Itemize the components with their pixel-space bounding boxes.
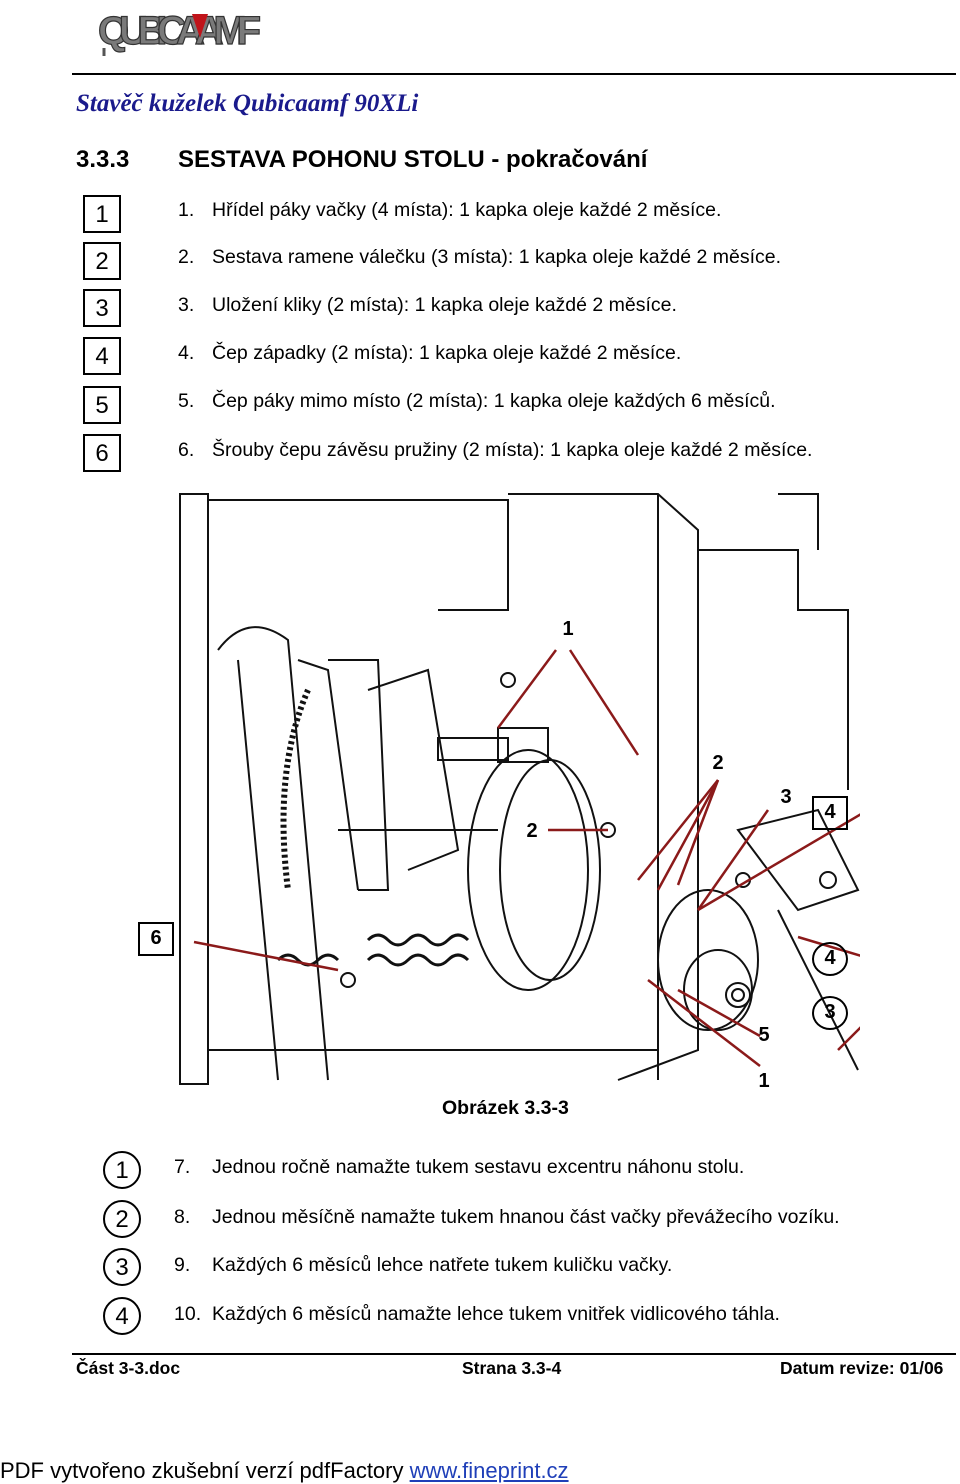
footer-revision: Datum revize: 01/06 <box>780 1358 944 1378</box>
fineprint-link[interactable]: www.fineprint.cz <box>409 1458 569 1483</box>
mechanism-drawing <box>179 493 879 1085</box>
section-number: 3.3.3 <box>76 146 130 173</box>
callout-2: 2 <box>526 820 538 842</box>
qubicaamf-logo: QUBICAAMF <box>97 8 262 56</box>
document-title: Stavěč kuželek Qubicaamf 90XLi <box>76 90 419 117</box>
callout-1b: 1 <box>758 1070 770 1092</box>
list-item: 9.Každých 6 měsíců lehce natřete tukem k… <box>174 1254 673 1276</box>
callout-6: 6 <box>138 922 174 956</box>
header-rule <box>72 73 956 75</box>
circle-marker-4: 4 <box>103 1297 141 1335</box>
callout-5: 5 <box>758 1024 770 1046</box>
list-item: 8.Jednou měsíčně namažte tukem hnanou čá… <box>174 1206 840 1228</box>
mechanism-figure: 1 2 2 3 4 6 4 3 5 1 <box>138 490 879 1092</box>
list-item: 10.Každých 6 měsíců namažte lehce tukem … <box>174 1303 780 1325</box>
square-marker-2: 2 <box>83 242 121 280</box>
callout-4b: 4 <box>812 942 848 976</box>
footer-file: Část 3-3.doc <box>76 1358 181 1378</box>
callout-2b: 2 <box>712 752 724 774</box>
list-item: 2.Sestava ramene válečku (3 místa): 1 ka… <box>178 246 782 268</box>
svg-text:QUBICAAMF: QUBICAAMF <box>98 9 260 53</box>
section-heading: 3.3.3 SESTAVA POHONU STOLU - pokračování <box>76 146 647 174</box>
square-marker-5: 5 <box>83 386 121 424</box>
callout-4: 4 <box>812 796 848 830</box>
square-marker-3: 3 <box>83 289 121 327</box>
list-item: 3.Uložení kliky (2 místa): 1 kapka oleje… <box>178 294 677 316</box>
list-item: 1.Hřídel páky vačky (4 místa): 1 kapka o… <box>178 199 722 221</box>
callout-1: 1 <box>562 618 574 640</box>
square-marker-6: 6 <box>83 434 121 472</box>
square-marker-4: 4 <box>83 337 121 375</box>
pdf-watermark-note: PDF vytvořeno zkušební verzí pdfFactory … <box>0 1458 569 1483</box>
square-marker-1: 1 <box>83 195 121 233</box>
circle-marker-3: 3 <box>103 1248 141 1286</box>
footer-rule <box>72 1353 956 1355</box>
list-item: 5.Čep páky mimo místo (2 místa): 1 kapka… <box>178 390 776 412</box>
list-item: 4.Čep západky (2 místa): 1 kapka oleje k… <box>178 342 682 364</box>
list-item: 7.Jednou ročně namažte tukem sestavu exc… <box>174 1156 745 1178</box>
callout-3b: 3 <box>812 996 848 1030</box>
section-title: SESTAVA POHONU STOLU - pokračování <box>178 146 648 173</box>
circle-marker-1: 1 <box>103 1151 141 1189</box>
list-item: 6.Šrouby čepu závěsu pružiny (2 místa): … <box>178 439 813 461</box>
figure-caption: Obrázek 3.3-3 <box>442 1097 569 1119</box>
callout-3: 3 <box>780 786 792 808</box>
footer-page: Strana 3.3-4 <box>462 1358 562 1378</box>
circle-marker-2: 2 <box>103 1200 141 1238</box>
